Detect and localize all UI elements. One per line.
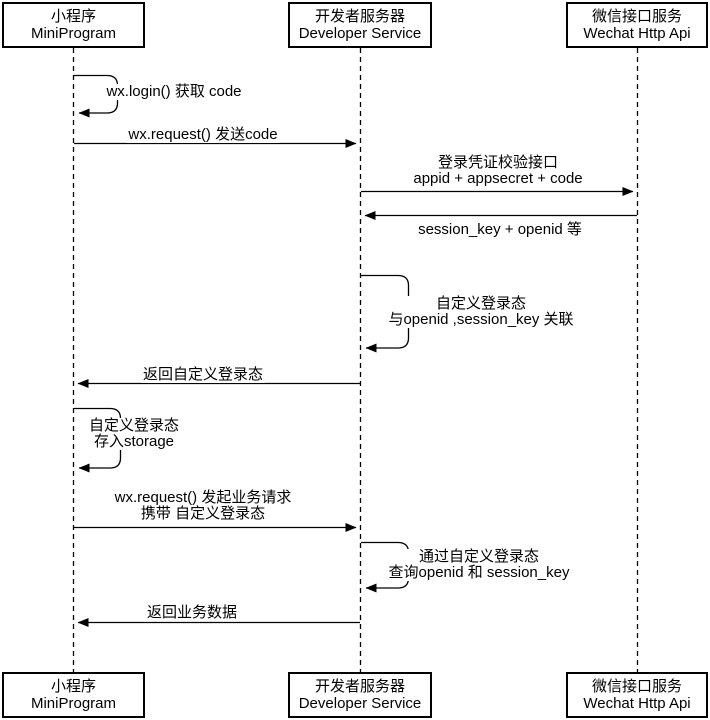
- label-line: wx.request() 发起业务请求: [114, 489, 292, 506]
- label-line: 登录凭证校验接口: [437, 154, 559, 171]
- actor-name-cn: 小程序: [50, 678, 96, 695]
- message-label-query-state: 通过自定义登录态 查询openid 和 session_key: [386, 548, 572, 581]
- actor-name-cn: 微信接口服务: [591, 8, 682, 25]
- label-line: 自定义登录态: [88, 417, 180, 434]
- actor-box-developer-top: 开发者服务器 Developer Service: [288, 2, 432, 48]
- message-label-return-data: 返回业务数据: [144, 604, 240, 621]
- actor-name-en: Developer Service: [298, 25, 422, 42]
- actor-name-en: Wechat Http Api: [583, 695, 691, 712]
- label-line: 查询openid 和 session_key: [388, 564, 570, 581]
- label-line: 与openid ,session_key 关联: [388, 311, 574, 328]
- label-line: wx.login() 获取 code: [106, 83, 242, 100]
- label-line: 通过自定义登录态: [418, 548, 539, 565]
- actor-name-cn: 开发者服务器: [314, 8, 405, 25]
- message-label-custom-state: 自定义登录态 与openid ,session_key 关联: [386, 295, 576, 328]
- actor-name-en: MiniProgram: [30, 25, 117, 42]
- actor-name-cn: 微信接口服务: [591, 678, 682, 695]
- label-line: appid + appsecret + code: [413, 170, 583, 187]
- message-label-session-return: session_key + openid 等: [416, 222, 584, 238]
- actor-name-en: Developer Service: [298, 695, 422, 712]
- message-label-biz-request: wx.request() 发起业务请求 携带 自定义登录态: [112, 489, 294, 522]
- actor-name-en: Wechat Http Api: [583, 25, 691, 42]
- actor-name-cn: 开发者服务器: [314, 678, 405, 695]
- actor-box-wechat-bottom: 微信接口服务 Wechat Http Api: [566, 672, 708, 718]
- message-label-login-self: wx.login() 获取 code: [104, 83, 244, 100]
- label-line: 携带 自定义登录态: [140, 505, 266, 522]
- label-line: session_key + openid 等: [418, 221, 582, 238]
- actor-name-en: MiniProgram: [30, 695, 117, 712]
- actor-box-wechat-top: 微信接口服务 Wechat Http Api: [566, 2, 708, 48]
- label-line: 返回自定义登录态: [142, 366, 264, 383]
- message-label-return-state: 返回自定义登录态: [140, 366, 266, 383]
- actor-box-miniprogram-bottom: 小程序 MiniProgram: [2, 672, 145, 718]
- label-line: wx.request() 发送code: [128, 126, 278, 143]
- actor-box-developer-bottom: 开发者服务器 Developer Service: [288, 672, 432, 718]
- label-line: 存入storage: [93, 433, 175, 450]
- label-line: 返回业务数据: [146, 604, 238, 621]
- actor-box-miniprogram-top: 小程序 MiniProgram: [2, 2, 145, 48]
- label-line: 自定义登录态: [435, 295, 526, 312]
- message-label-store-state: 自定义登录态 存入storage: [86, 417, 182, 450]
- message-label-verify: 登录凭证校验接口 appid + appsecret + code: [411, 154, 585, 187]
- actor-name-cn: 小程序: [50, 8, 96, 25]
- message-label-send-code: wx.request() 发送code: [126, 126, 280, 143]
